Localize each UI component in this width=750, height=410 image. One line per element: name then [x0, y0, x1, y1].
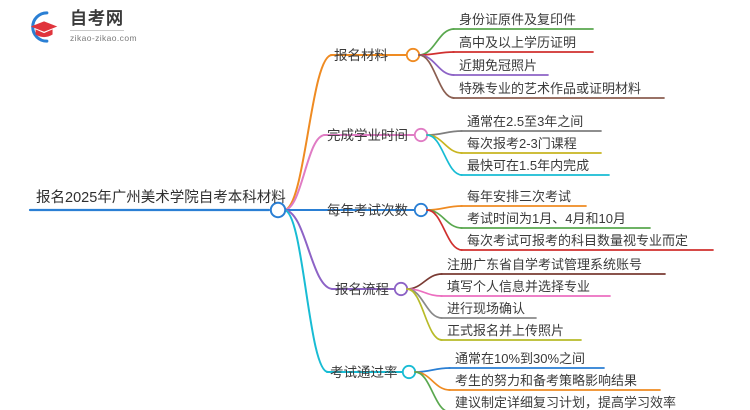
- branch-node-5[interactable]: [401, 364, 417, 380]
- leaf-label-3-3[interactable]: 每次考试可报考的科目数量视专业而定: [467, 233, 689, 248]
- leaf-label-4-1[interactable]: 注册广东省自学考试管理系统账号: [447, 257, 643, 272]
- leaf-label-4-4[interactable]: 正式报名并上传照片: [447, 323, 565, 338]
- leaf-label-2-1[interactable]: 通常在2.5至3年之间: [467, 114, 584, 129]
- leaf-label-5-2[interactable]: 考生的努力和备考策略影响结果: [455, 373, 638, 388]
- root-node[interactable]: [269, 201, 287, 219]
- branch-label-4[interactable]: 报名流程: [335, 282, 389, 297]
- graduation-cap-icon: [30, 11, 58, 43]
- branch-node-1[interactable]: [405, 47, 421, 63]
- branch-node-3[interactable]: [413, 202, 429, 218]
- branch-node-2[interactable]: [413, 127, 429, 143]
- branch-label-2[interactable]: 完成学业时间: [327, 128, 408, 143]
- leaf-label-1-4[interactable]: 特殊专业的艺术作品或证明材料: [459, 81, 642, 96]
- leaf-label-1-2[interactable]: 高中及以上学历证明: [459, 35, 577, 50]
- leaf-label-3-1[interactable]: 每年安排三次考试: [467, 189, 572, 204]
- branch-node-4[interactable]: [393, 281, 409, 297]
- branch-label-1[interactable]: 报名材料: [334, 48, 388, 63]
- leaf-label-5-1[interactable]: 通常在10%到30%之间: [455, 351, 586, 366]
- leaf-label-5-3[interactable]: 建议制定详细复习计划，提高学习效率: [455, 395, 677, 410]
- logo-subtitle: zikao-zikao.com: [70, 33, 137, 43]
- leaf-label-1-1[interactable]: 身份证原件及复印件: [459, 12, 577, 27]
- logo-title: 自考网: [70, 9, 124, 31]
- root-label[interactable]: 报名2025年广州美术学院自考本科材料: [36, 190, 286, 206]
- leaf-label-4-2[interactable]: 填写个人信息并选择专业: [447, 279, 591, 294]
- leaf-label-2-2[interactable]: 每次报考2-3门课程: [467, 136, 577, 151]
- leaf-label-2-3[interactable]: 最快可在1.5年内完成: [467, 158, 590, 173]
- branch-label-5[interactable]: 考试通过率: [330, 365, 398, 380]
- site-logo: 自考网 zikao-zikao.com: [26, 8, 186, 48]
- leaf-label-1-3[interactable]: 近期免冠照片: [459, 58, 538, 73]
- leaf-label-3-2[interactable]: 考试时间为1月、4月和10月: [467, 211, 626, 226]
- leaf-label-4-3[interactable]: 进行现场确认: [447, 301, 526, 316]
- branch-label-3[interactable]: 每年考试次数: [327, 203, 408, 218]
